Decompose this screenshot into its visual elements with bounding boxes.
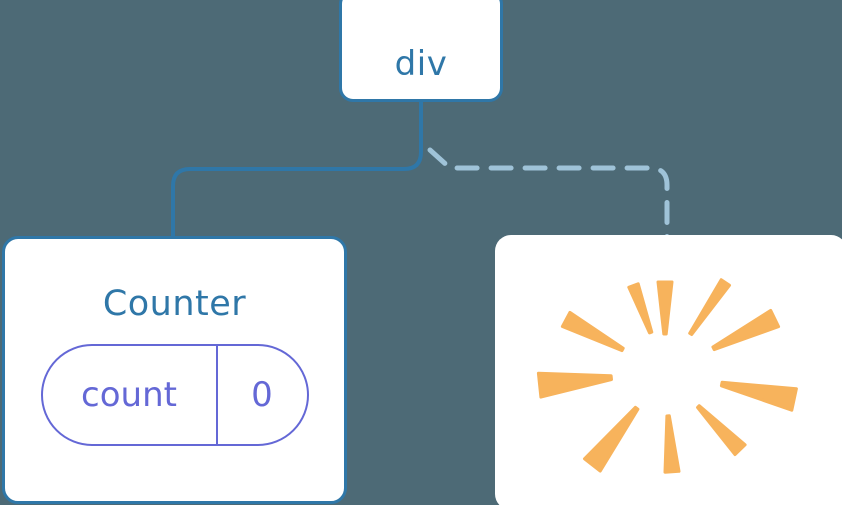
prop-value-label: 0 bbox=[251, 375, 273, 415]
burst-ray bbox=[583, 405, 640, 473]
burst-ray bbox=[688, 278, 731, 336]
prop-key-label: count bbox=[81, 375, 177, 415]
node-render-burst[interactable] bbox=[495, 235, 842, 505]
burst-ray-group bbox=[536, 278, 798, 474]
prop-key-cell: count bbox=[43, 346, 218, 444]
burst-ray bbox=[560, 310, 625, 353]
prop-value-cell: 0 bbox=[218, 346, 307, 444]
burst-ray bbox=[719, 380, 798, 412]
burst-ray bbox=[627, 282, 654, 335]
burst-ray bbox=[536, 371, 613, 399]
render-burst-icon bbox=[536, 278, 798, 474]
burst-ray bbox=[696, 404, 747, 457]
edge-div-to-counter bbox=[171, 99, 423, 238]
node-counter-label: Counter bbox=[102, 284, 247, 324]
node-div[interactable]: div bbox=[339, 0, 503, 102]
prop-pill-count[interactable]: count 0 bbox=[40, 344, 309, 446]
edge-div-to-burst bbox=[427, 147, 670, 240]
node-div-label: div bbox=[394, 44, 448, 84]
burst-ray bbox=[656, 280, 674, 336]
burst-ray bbox=[663, 414, 681, 474]
burst-ray bbox=[711, 308, 781, 352]
node-counter[interactable]: Counter count 0 bbox=[2, 236, 347, 504]
